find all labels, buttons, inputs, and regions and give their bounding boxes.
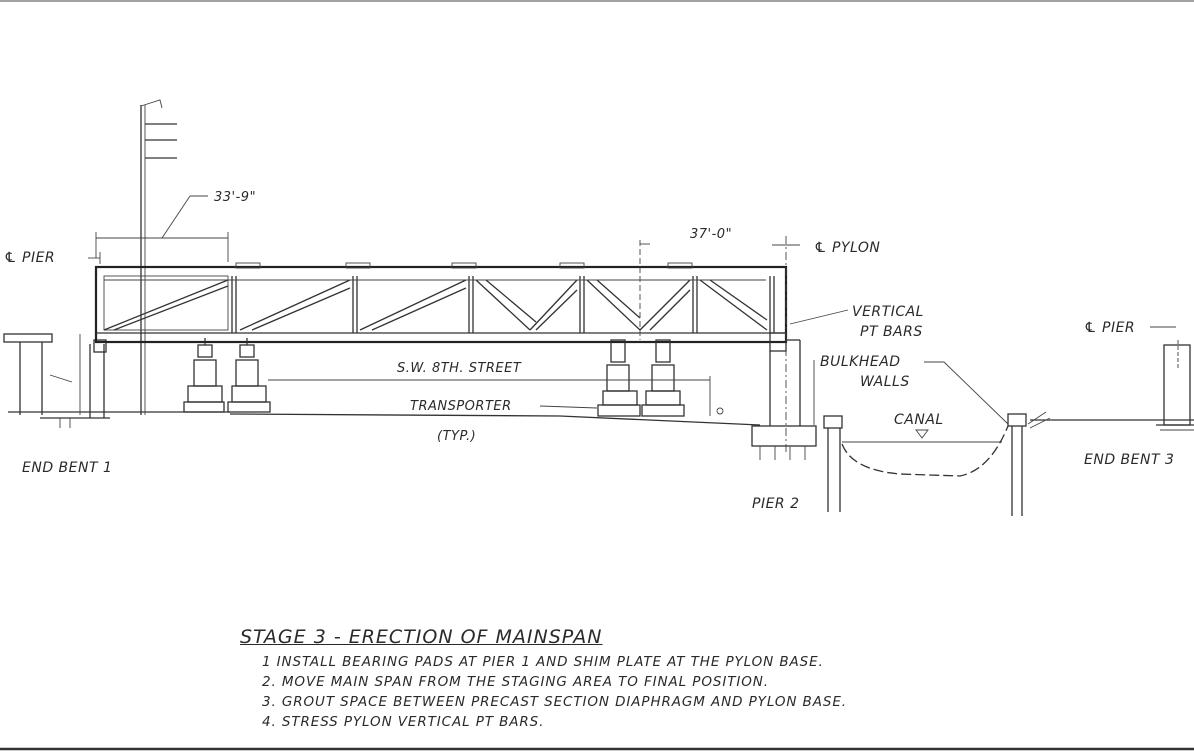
- stage-notes: STAGE 3 - ERECTION OF MAINSPAN 1 INSTALL…: [240, 626, 1140, 732]
- canal: [841, 411, 1051, 477]
- truss-main-span: [94, 262, 788, 344]
- stage-steps: 1 INSTALL BEARING PADS AT PIER 1 AND SHI…: [240, 652, 1140, 732]
- step-2: 2. MOVE MAIN SPAN FROM THE STAGING AREA …: [262, 674, 769, 690]
- vertical-pt-bars-leader: [789, 309, 849, 325]
- canal-label: CANAL: [894, 412, 944, 428]
- step-4: 4. STRESS PYLON VERTICAL PT BARS.: [262, 714, 545, 730]
- vertical-pt-bars-label-1: VERTICAL: [852, 304, 924, 320]
- end-bent-3-structure: [1156, 340, 1194, 431]
- bulkhead-wall-right: [1007, 413, 1027, 516]
- vertical-pt-bars-label-2: PT BARS: [860, 324, 923, 340]
- dimension-left-label: 33'-9": [214, 190, 256, 205]
- cl-pier-right-label: ℄ PIER: [1084, 320, 1135, 336]
- transporter-right: [597, 339, 685, 417]
- ground-line: [8, 411, 1194, 426]
- transporter-leader: [539, 405, 598, 409]
- step-1: 1 INSTALL BEARING PADS AT PIER 1 AND SHI…: [262, 654, 824, 670]
- bulkhead-walls-label-1: BULKHEAD: [820, 354, 901, 370]
- transporter-left: [183, 338, 271, 413]
- street-label: S.W. 8TH. STREET: [397, 361, 522, 376]
- dimension-left: [95, 195, 229, 262]
- street-marker: [716, 407, 724, 415]
- bulkhead-wall-left: [823, 415, 843, 512]
- cl-pylon-label: ℄ PYLON: [814, 240, 880, 256]
- step-3: 3. GROUT SPACE BETWEEN PRECAST SECTION D…: [262, 694, 847, 710]
- bulkhead-walls-label-2: WALLS: [860, 374, 910, 390]
- light-pole: [140, 99, 177, 415]
- bulkhead-leader-right: [924, 361, 1009, 425]
- dimension-right-label: 37'-0": [690, 227, 732, 242]
- transporter-label: TRANSPORTER: [410, 399, 512, 414]
- stage-title: STAGE 3 - ERECTION OF MAINSPAN: [240, 626, 603, 648]
- cl-pier-left-label: ℄ PIER: [4, 250, 55, 266]
- end-bent-1-label: END BENT 1: [22, 460, 112, 476]
- end-bent-3-label: END BENT 3: [1084, 452, 1174, 468]
- transporter-typ-label: (TYP.): [437, 429, 476, 444]
- end-bent-1-structure: [3, 333, 110, 428]
- pier-2-pylon: [751, 332, 817, 460]
- dimension-right: [639, 236, 800, 455]
- pier-2-label: PIER 2: [752, 496, 800, 512]
